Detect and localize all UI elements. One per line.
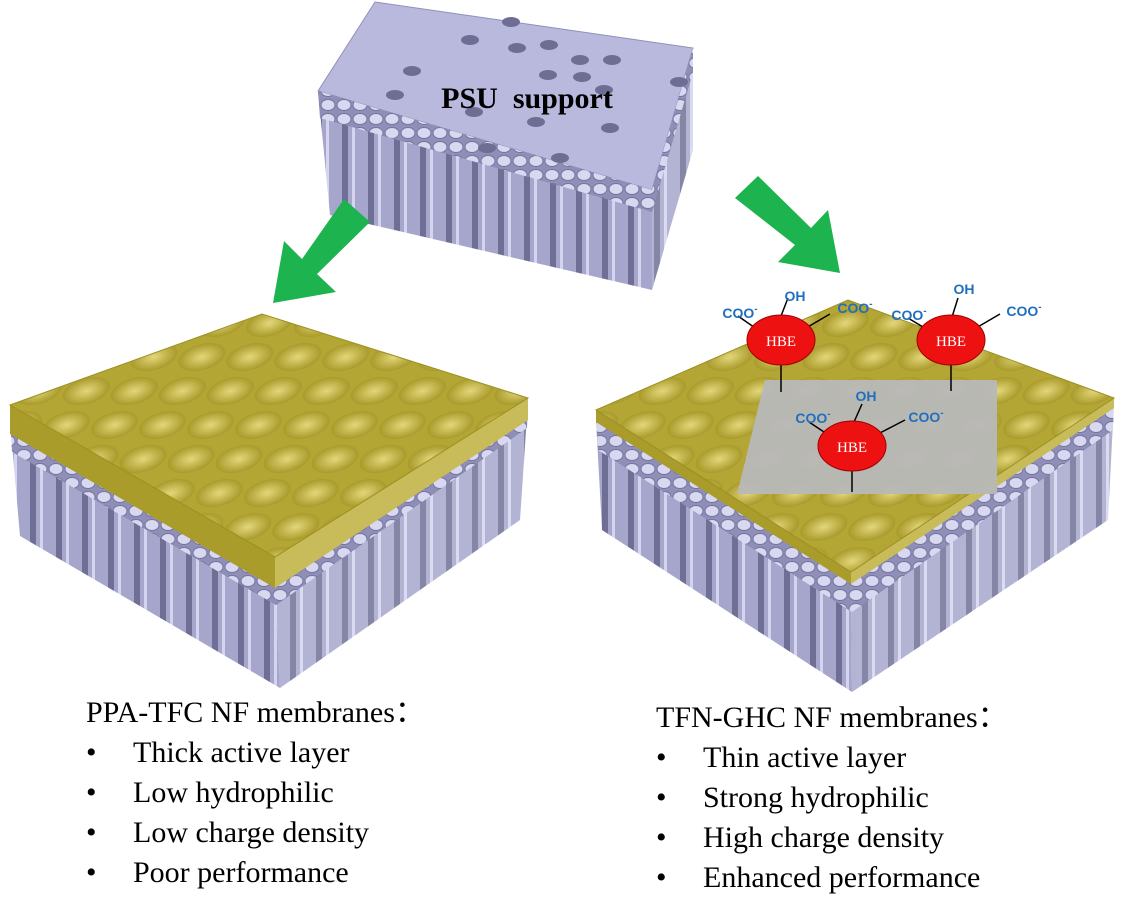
left-membrane-block (8, 313, 530, 688)
svg-text:OH: OH (785, 288, 806, 304)
bullet-icon: • (86, 776, 97, 809)
right-membrane-caption: TFN-GHC NF membranes： •Thin active layer… (656, 698, 1008, 898)
svg-text:COO-: COO- (908, 408, 943, 425)
bullet-icon: • (656, 861, 667, 894)
arrow-down-right-icon (735, 176, 840, 273)
bullet-icon: • (656, 781, 667, 814)
bullet-icon: • (86, 816, 97, 849)
left-membrane-caption: PPA-TFC NF membranes： •Thick active laye… (86, 693, 425, 893)
bullet-icon: • (656, 741, 667, 774)
bullet-icon: • (656, 821, 667, 854)
support-right-side (652, 48, 693, 290)
arrow-down-left-icon (273, 199, 370, 303)
svg-text:COO-: COO- (722, 304, 757, 321)
svg-text:COO-: COO- (837, 299, 872, 316)
svg-text:OH: OH (954, 281, 975, 297)
bullet-icon: • (86, 856, 97, 889)
bullet-icon: • (86, 736, 97, 769)
property-item: •Poor performance (86, 853, 425, 893)
hbe-molecule: HBE OH COO- COO- (795, 388, 944, 472)
hbe-molecule: HBE OH COO- COO- (891, 281, 1042, 366)
left-active-layer (8, 313, 530, 558)
property-item: •Thick active layer (86, 733, 425, 773)
psu-support-block: PSU support (317, 1, 694, 290)
support-pores (386, 17, 688, 163)
svg-text:OH: OH (856, 388, 877, 404)
svg-text:COO-: COO- (795, 409, 830, 426)
right-membrane-block: HBE OH COO- COO- HBE OH COO- COO- HBE OH… (594, 281, 1116, 692)
svg-text:HBE: HBE (766, 334, 796, 350)
support-label: PSU support (441, 82, 613, 115)
right-membrane-properties: •Thin active layer •Strong hydrophilic •… (656, 738, 1008, 898)
property-item: •Thin active layer (656, 738, 1008, 778)
property-item: •Low charge density (86, 813, 425, 853)
svg-text:HBE: HBE (936, 334, 966, 350)
hbe-molecule: HBE OH COO- COO- (722, 288, 873, 366)
property-item: •High charge density (656, 818, 1008, 858)
left-membrane-properties: •Thick active layer •Low hydrophilic •Lo… (86, 733, 425, 893)
property-item: •Low hydrophilic (86, 773, 425, 813)
right-membrane-heading: TFN-GHC NF membranes： (656, 701, 1008, 734)
svg-text:HBE: HBE (837, 440, 867, 456)
property-item: •Strong hydrophilic (656, 778, 1008, 818)
svg-text:COO-: COO- (891, 306, 926, 323)
svg-text:COO-: COO- (1006, 302, 1041, 319)
property-item: •Enhanced performance (656, 858, 1008, 898)
left-membrane-heading: PPA-TFC NF membranes： (86, 696, 425, 729)
